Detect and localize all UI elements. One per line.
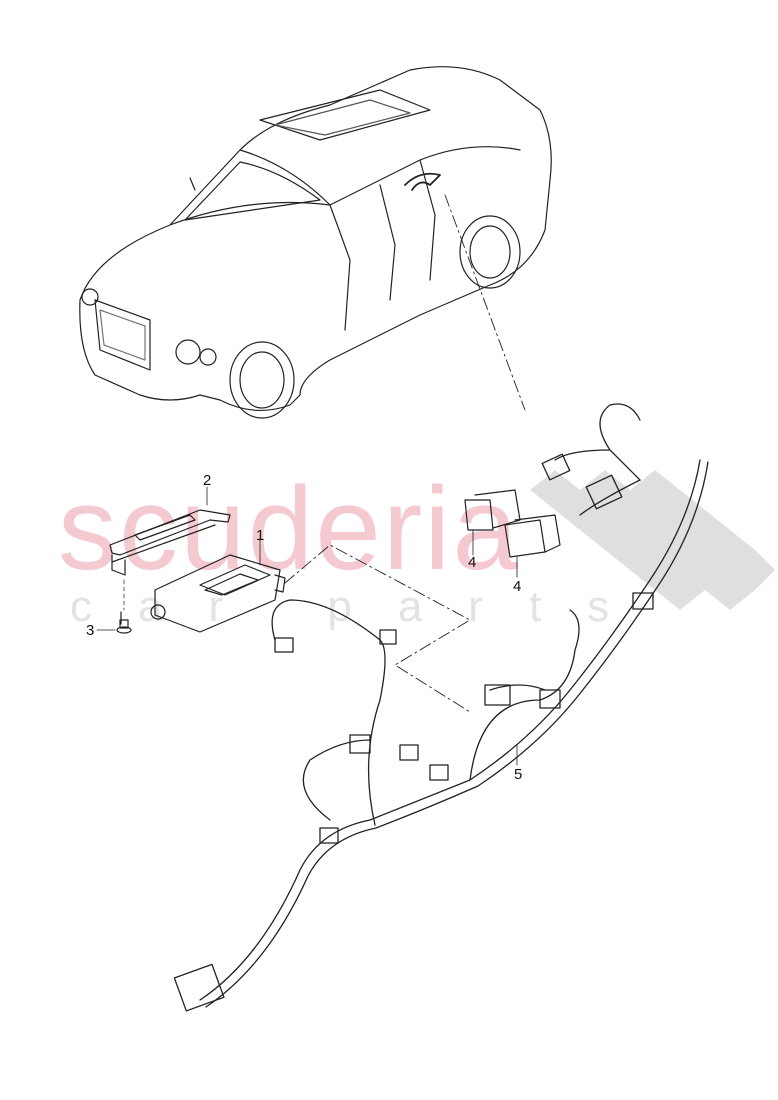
control-unit-part [150, 554, 286, 633]
callout-5: 5 [514, 766, 523, 783]
callout-3: 3 [86, 622, 95, 639]
wiring-harness-part [173, 403, 709, 1012]
bracket-part [109, 509, 231, 576]
callout-1: 1 [256, 527, 265, 544]
leader-line-car-to-harness [444, 194, 526, 411]
car-illustration [79, 66, 552, 419]
screw-part [116, 611, 132, 634]
callout-2: 2 [203, 472, 212, 489]
callout-4a: 4 [468, 554, 477, 571]
callout-4b: 4 [513, 578, 522, 595]
socket-parts [464, 489, 561, 558]
